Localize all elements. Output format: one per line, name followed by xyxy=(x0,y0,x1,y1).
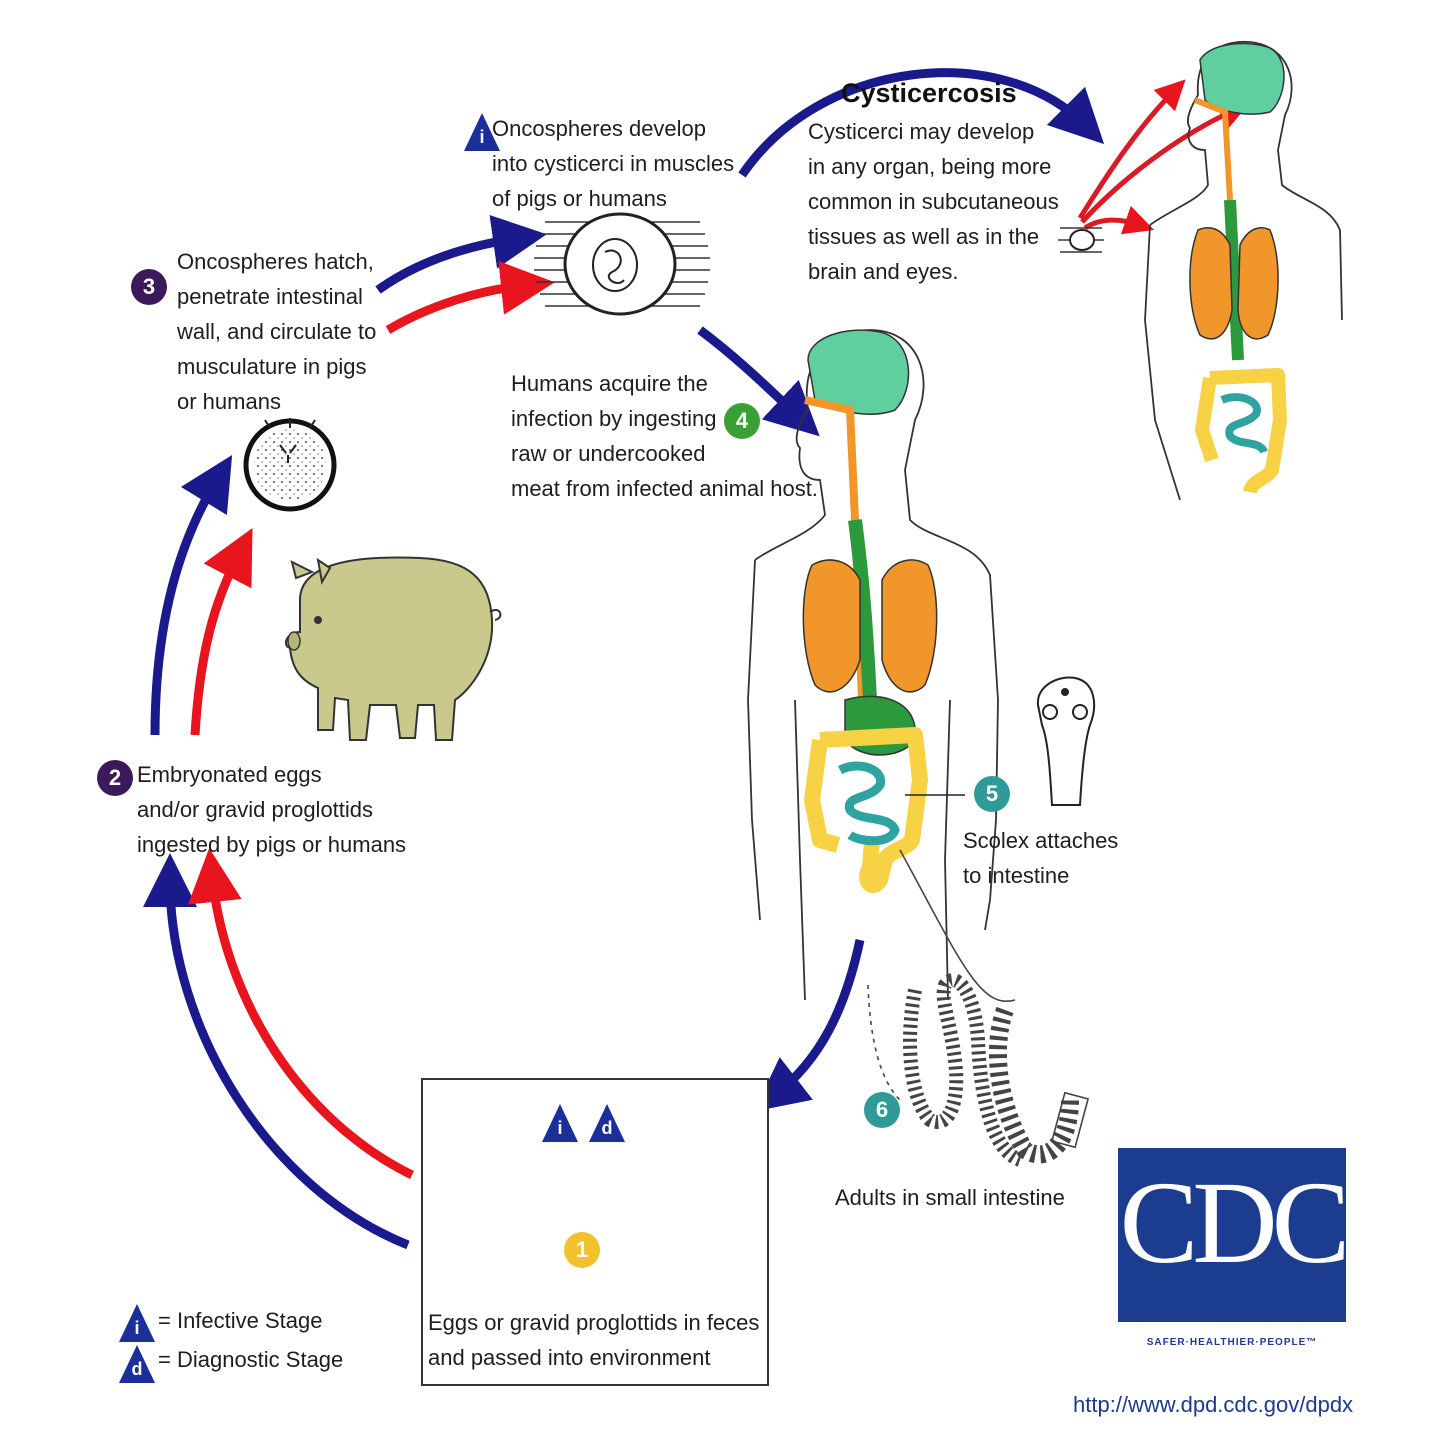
text-line: and/or gravid proglottids xyxy=(137,797,374,822)
marker-letter: i xyxy=(134,1318,140,1338)
text-line: Oncospheres develop xyxy=(492,116,707,141)
text-line: Scolex attaches xyxy=(963,828,1119,853)
step-5-badge: 5 xyxy=(974,776,1010,812)
cysticercosis-title: Cysticercosis xyxy=(841,78,1017,108)
text-line: tissues as well as in the xyxy=(808,224,1040,249)
arrow-feces-to-eggs-human xyxy=(143,853,410,1250)
oncosphere xyxy=(243,418,337,512)
text-line: wall, and circulate to xyxy=(177,319,377,344)
step-5-description: Scolex attaches to intestine xyxy=(963,823,1118,893)
pig-illustration xyxy=(284,556,502,741)
text-line: of pigs or humans xyxy=(492,186,667,211)
text-line: or humans xyxy=(177,389,281,414)
human-host-figure xyxy=(747,329,999,1001)
text-line: meat from infected animal host. xyxy=(511,476,818,501)
step-6-description: Adults in small intestine xyxy=(835,1185,1065,1210)
step-1-badge: 1 xyxy=(564,1232,600,1268)
cdc-logo-letters: CDC xyxy=(1119,1157,1351,1288)
step-2-description: Embryonated eggs and/or gravid proglotti… xyxy=(137,757,406,862)
cysticercosis-description: Cysticerci may develop in any organ, bei… xyxy=(808,114,1059,289)
arrow-eggs-to-hatch-human xyxy=(150,454,233,736)
legend-diagnostic-label: = Diagnostic Stage xyxy=(158,1347,344,1372)
text-line: common in subcutaneous xyxy=(808,189,1059,214)
text-line: into cysticerci in muscles xyxy=(492,151,735,176)
arrow-muscle-to-human xyxy=(697,326,820,437)
step-6-badge: 6 xyxy=(864,1092,900,1128)
text-line: in any organ, being more xyxy=(808,154,1052,179)
cysticercus-in-muscle xyxy=(534,212,710,316)
text-line: musculature in pigs xyxy=(177,354,367,379)
arrow-cyst-to-brain xyxy=(1077,79,1186,220)
arrow-eggs-to-hatch-pig xyxy=(190,528,253,736)
muscle-stage-description: Oncospheres develop into cysticerci in m… xyxy=(492,111,734,216)
text-line: infection by ingesting xyxy=(511,406,717,431)
arrow-cyst-to-eye xyxy=(1080,102,1249,224)
step-3-description: Oncospheres hatch, penetrate intestinal … xyxy=(177,244,376,419)
arrow-hatch-to-muscle-pig xyxy=(385,260,555,334)
cdc-logo-tagline: SAFER·HEALTHIER·PEOPLE™ xyxy=(1146,1337,1318,1348)
text-line: Cysticerci may develop xyxy=(808,119,1035,144)
step-3-badge: 3 xyxy=(131,269,167,305)
text-line: brain and eyes. xyxy=(808,259,959,284)
text-line: penetrate intestinal xyxy=(177,284,363,309)
source-url: http://www.dpd.cdc.gov/dpdx xyxy=(1073,1392,1354,1417)
arrow-hatch-to-muscle-human xyxy=(375,215,547,294)
text-line: Eggs or gravid proglottids in feces xyxy=(428,1310,760,1335)
text-line: Oncospheres hatch, xyxy=(177,249,374,274)
step-1-description: Eggs or gravid proglottids in feces and … xyxy=(428,1305,759,1375)
legend-diagnostic-marker: d xyxy=(119,1345,155,1383)
legend-infective-marker: i xyxy=(119,1304,155,1342)
text-line: raw or undercooked xyxy=(511,441,706,466)
step-4-description: Humans acquire the infection by ingestin… xyxy=(511,366,818,506)
step-2-badge: 2 xyxy=(97,760,133,796)
cdc-logo: CDC SAFER·HEALTHIER·PEOPLE™ xyxy=(1118,1148,1351,1348)
marker-letter: d xyxy=(601,1118,613,1138)
marker-letter: i xyxy=(557,1118,563,1138)
arrow-adult-to-feces xyxy=(753,939,865,1112)
diagnostic-stage-marker: d xyxy=(589,1104,625,1142)
marker-letter: d xyxy=(131,1359,143,1379)
arrow-cyst-to-tissue xyxy=(1083,205,1155,235)
text-line: ingested by pigs or humans xyxy=(137,832,407,857)
text-line: and passed into environment xyxy=(428,1345,711,1370)
infective-stage-marker: i xyxy=(542,1104,578,1142)
adult-tapeworm xyxy=(867,849,1090,1167)
arrow-feces-to-eggs-pig xyxy=(187,848,414,1180)
text-line: to intestine xyxy=(963,863,1070,888)
scolex-illustration xyxy=(1036,676,1096,806)
step-4-badge: 4 xyxy=(724,403,760,439)
legend-infective-label: = Infective Stage xyxy=(158,1308,323,1333)
text-line: Humans acquire the xyxy=(511,371,708,396)
marker-letter: i xyxy=(479,127,485,147)
text-line: Embryonated eggs xyxy=(137,762,322,787)
cyst-in-tissue xyxy=(1058,227,1104,253)
human-cysticercosis-figure xyxy=(1144,41,1343,501)
arrow-muscle-to-cysticercosis xyxy=(738,68,1105,178)
infective-stage-marker: i xyxy=(464,113,500,151)
